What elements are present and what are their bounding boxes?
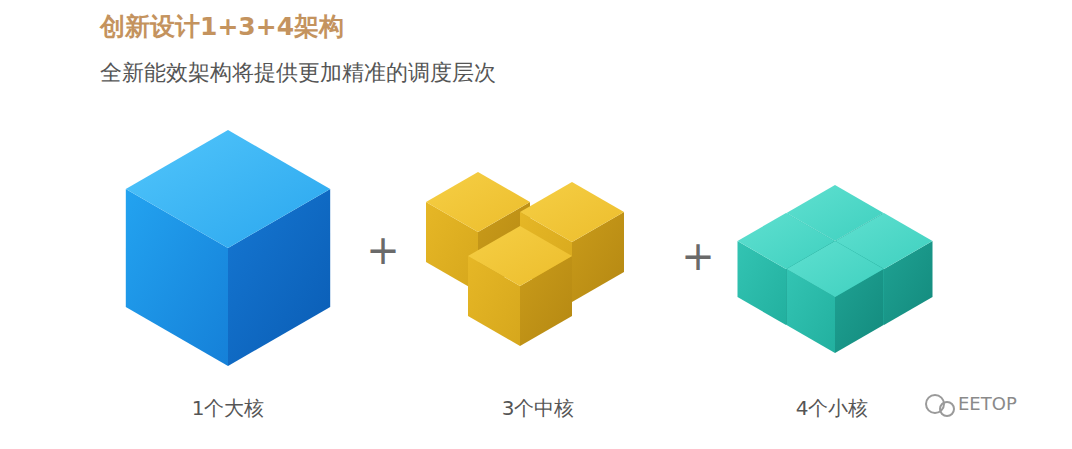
core-label: 1个大核 [192,396,265,420]
cube [468,226,572,346]
plus-sign: + [681,232,715,280]
watermark-icon [926,395,954,416]
cube [787,241,884,353]
title: 创新设计1+3+4架构 [100,12,344,42]
watermark: EETOP [958,393,1017,415]
plus-sign: + [366,226,400,274]
core-label: 3个中核 [502,396,575,420]
subtitle: 全新能效架构将提供更加精准的调度层次 [100,60,496,86]
core-label: 4个小核 [796,396,869,420]
cube [126,130,330,366]
